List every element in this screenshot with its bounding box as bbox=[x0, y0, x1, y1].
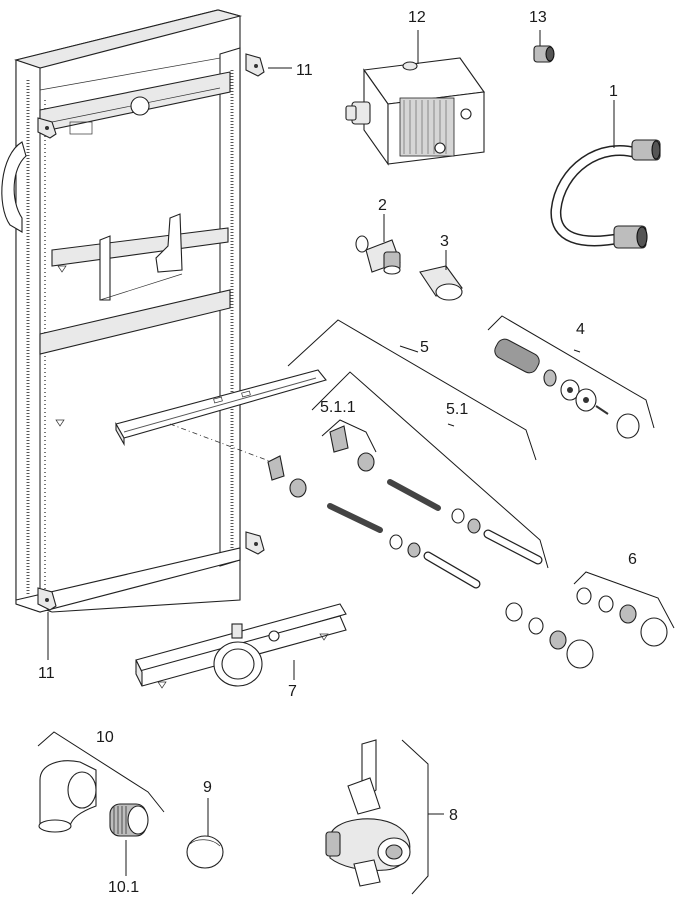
label-part-4: 4 bbox=[576, 321, 585, 338]
label-part-5: 5 bbox=[420, 339, 429, 356]
nipple-part-13 bbox=[533, 45, 555, 63]
installation-frame bbox=[1, 9, 243, 613]
label-part-5-1: 5.1 bbox=[446, 401, 468, 418]
waste-bracket-part-7 bbox=[135, 603, 347, 689]
adapter-part-10-1 bbox=[109, 803, 149, 837]
label-part-3: 3 bbox=[440, 233, 449, 250]
threaded-rods-part-5-1 bbox=[327, 479, 543, 589]
label-part-12: 12 bbox=[408, 9, 426, 26]
frame-clip-top-left bbox=[37, 117, 57, 139]
label-part-2: 2 bbox=[378, 197, 387, 214]
flexible-hose-part-1 bbox=[550, 139, 661, 249]
label-part-10-1: 10.1 bbox=[108, 879, 139, 896]
fitting-set-part-4 bbox=[494, 338, 640, 439]
label-part-9: 9 bbox=[203, 779, 212, 796]
frame-clip-bottom-left bbox=[37, 587, 57, 611]
rail-connectors bbox=[267, 425, 375, 498]
leader-lines bbox=[37, 30, 675, 895]
concealed-box-part-12 bbox=[345, 57, 485, 166]
waste-fitting-part-8 bbox=[325, 739, 411, 887]
cover-cap-part-9 bbox=[186, 835, 224, 869]
label-part-5-1-1: 5.1.1 bbox=[320, 399, 356, 416]
label-part-7: 7 bbox=[288, 683, 297, 700]
callout-labels: 12 13 1 11 2 3 4 5 5.1.1 5.1 6 11 7 10 9… bbox=[38, 9, 637, 896]
label-part-13: 13 bbox=[529, 9, 547, 26]
elbow-fitting-part-2 bbox=[355, 235, 401, 275]
label-part-6: 6 bbox=[628, 551, 637, 568]
protective-cap-part-3 bbox=[419, 265, 463, 301]
frame-clip-top-right bbox=[245, 53, 265, 77]
frame-clip-bottom-right bbox=[245, 531, 265, 555]
label-part-11-bottom: 11 bbox=[38, 665, 55, 682]
label-part-10: 10 bbox=[96, 729, 114, 746]
bracket-clips bbox=[37, 53, 265, 611]
mounting-rail-part-5 bbox=[115, 369, 327, 463]
elbow-part-10 bbox=[38, 760, 97, 833]
fitting-set-part-6 bbox=[505, 587, 668, 669]
label-part-8: 8 bbox=[449, 807, 458, 824]
label-part-1: 1 bbox=[609, 83, 618, 100]
label-part-11-top: 11 bbox=[296, 62, 313, 79]
